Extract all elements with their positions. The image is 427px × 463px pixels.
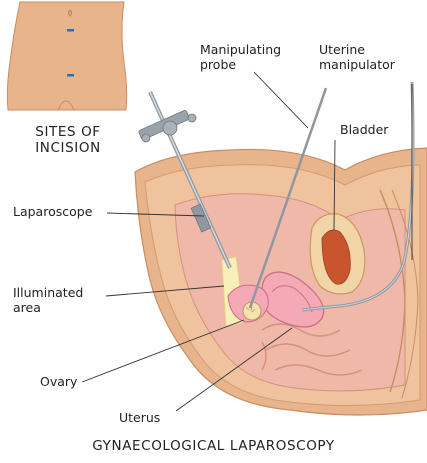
illuminated-area-label: Illuminated area [13, 285, 83, 315]
ovary-label: Ovary [40, 374, 77, 389]
inset-caption-line-2: INCISION [26, 140, 110, 156]
uterine-manipulator-label-line-1: Uterine [319, 42, 395, 57]
uterine-manipulator-label: Uterine manipulator [319, 42, 395, 72]
torso-inset [7, 2, 126, 110]
inset-caption: SITES OF INCISION [26, 124, 110, 156]
bladder-label: Bladder [340, 122, 388, 137]
incision-mark-lower [67, 74, 74, 77]
laparoscope-hub [138, 110, 196, 142]
manipulating-probe-label: Manipulating probe [200, 42, 281, 72]
incision-mark-upper [67, 29, 74, 32]
inset-caption-line-1: SITES OF [26, 124, 110, 140]
laparoscope-label: Laparoscope [13, 204, 92, 219]
manipulating-probe-label-line-2: probe [200, 57, 281, 72]
uterus-label: Uterus [119, 410, 160, 425]
diagram-title: GYNAECOLOGICAL LAPAROSCOPY [0, 438, 427, 454]
illuminated-area-label-line-2: area [13, 300, 83, 315]
illuminated-area-label-line-1: Illuminated [13, 285, 83, 300]
manipulating-probe-label-line-1: Manipulating [200, 42, 281, 57]
uterine-manipulator-label-line-2: manipulator [319, 57, 395, 72]
